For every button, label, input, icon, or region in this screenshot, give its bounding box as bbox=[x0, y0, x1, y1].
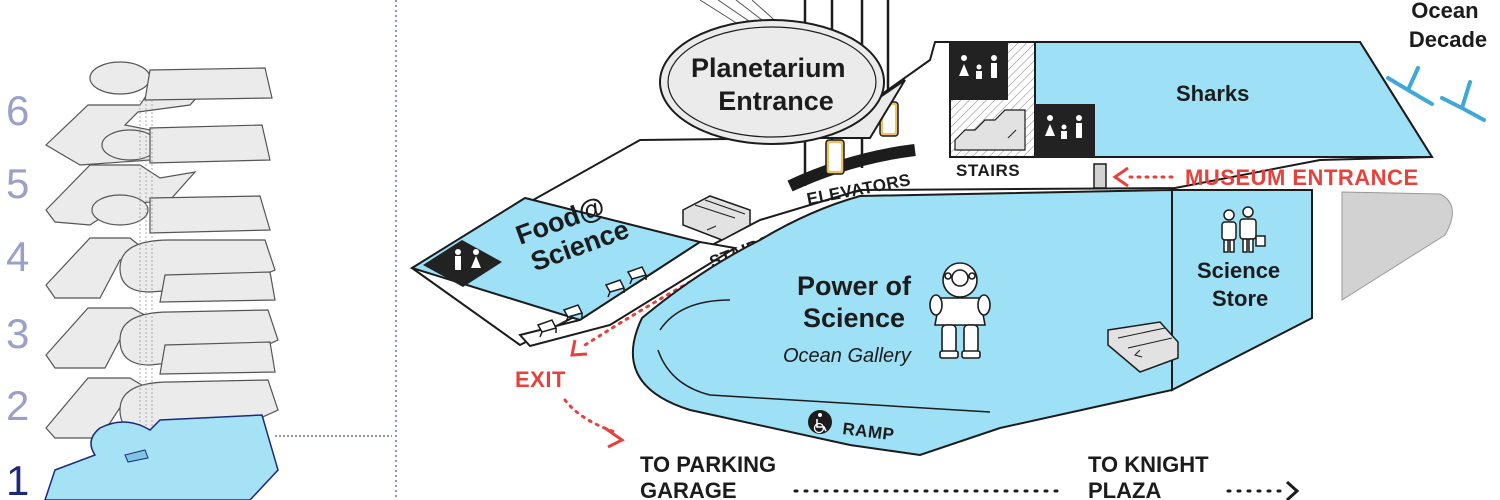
power-of-science-gallery[interactable] bbox=[632, 188, 1173, 457]
ocean-decade-label: Ocean Decade bbox=[1409, 0, 1487, 52]
planetarium-entrance-label: Planetarium Entrance bbox=[691, 53, 853, 116]
entrance-arrow-icon bbox=[1112, 166, 1129, 188]
ocean-decade-logo-icon bbox=[1386, 66, 1486, 122]
outdoor-area bbox=[1341, 191, 1453, 301]
ramp-edge-line bbox=[657, 349, 991, 413]
food-science-seating-strip bbox=[518, 240, 738, 348]
planetarium-entrance-bubble[interactable] bbox=[659, 19, 885, 145]
shoppers-icon bbox=[1221, 206, 1266, 253]
ocean-gallery-label: Ocean Gallery bbox=[783, 345, 912, 367]
wheelchair-icon bbox=[808, 410, 832, 434]
science-store-area[interactable] bbox=[1171, 189, 1313, 392]
chevron-right-icon bbox=[1285, 480, 1300, 500]
gallery-inner-line bbox=[659, 299, 731, 331]
restroom-icon bbox=[423, 240, 502, 287]
to-parking-label[interactable]: TO PARKING GARAGE bbox=[640, 452, 782, 500]
escalator-stairs-icon bbox=[1107, 321, 1179, 373]
power-of-science-label: Power of Science bbox=[797, 271, 919, 333]
floor-5-plate[interactable] bbox=[45, 124, 271, 226]
elevators-curve bbox=[787, 144, 916, 192]
entrance-door-icon bbox=[1093, 163, 1107, 189]
family-restroom-icon bbox=[959, 55, 997, 79]
diving-suit-icon bbox=[929, 262, 991, 359]
exit-path-dots bbox=[583, 280, 692, 347]
exit-arrow-icon bbox=[570, 339, 588, 357]
floor-stack-illustration bbox=[44, 61, 279, 500]
stairs-top-label: STAIRS bbox=[956, 161, 1020, 180]
table-icon bbox=[536, 266, 648, 338]
floor-4-plate[interactable] bbox=[45, 194, 276, 303]
science-store-label: Science Store bbox=[1197, 258, 1286, 311]
exit-arrow-down-icon bbox=[604, 426, 625, 449]
floor-6-plate[interactable] bbox=[45, 61, 273, 166]
sharks-label: Sharks bbox=[1176, 81, 1249, 106]
floor-selector[interactable]: 6 5 4 3 2 1 bbox=[6, 61, 392, 500]
family-restroom-icon bbox=[1045, 115, 1082, 139]
floor-1-label[interactable]: 1 bbox=[6, 457, 29, 500]
floor-3-plate[interactable] bbox=[45, 307, 279, 375]
stairs-icon bbox=[682, 195, 751, 241]
floor-2-label[interactable]: 2 bbox=[6, 382, 29, 429]
floor-5-label[interactable]: 5 bbox=[6, 160, 29, 207]
to-knight-plaza-label[interactable]: TO KNIGHT PLAZA bbox=[1088, 452, 1215, 500]
exit-label[interactable]: EXIT bbox=[515, 367, 566, 392]
floor-6-label[interactable]: 6 bbox=[6, 87, 29, 134]
elevator-icon[interactable] bbox=[825, 139, 845, 175]
floor-4-label[interactable]: 4 bbox=[6, 233, 29, 280]
stairs-restroom-block bbox=[949, 41, 1095, 158]
museum-entrance-label[interactable]: MUSEUM ENTRANCE bbox=[1185, 165, 1419, 190]
floor-1-plate[interactable] bbox=[44, 414, 279, 500]
floor-3-label[interactable]: 3 bbox=[6, 310, 29, 357]
